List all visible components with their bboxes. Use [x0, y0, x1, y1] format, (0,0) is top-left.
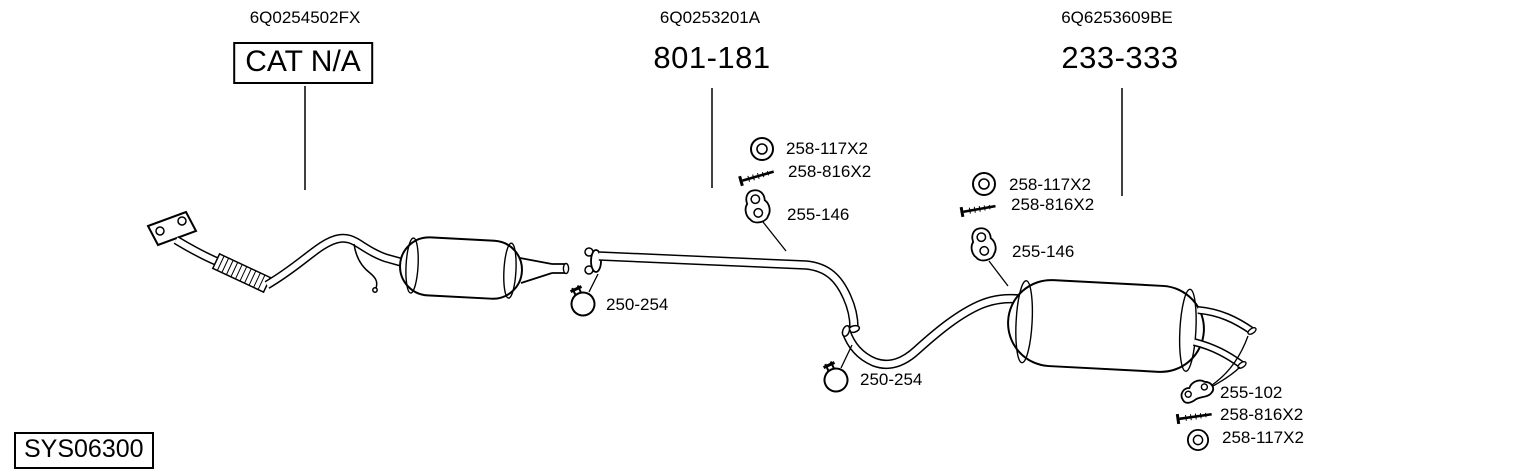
catalyst-outlet-pipe — [519, 257, 570, 284]
cat-label: CAT N/A — [233, 42, 373, 84]
clamp-icon — [816, 356, 853, 397]
callout-part-number: 258-117X2 — [1222, 428, 1304, 447]
callout-part-number: 250-254 — [606, 295, 669, 314]
callout-part-number: 250-254 — [860, 370, 923, 389]
rear-pipe — [841, 293, 1021, 370]
callout-part-number: 255-102 — [1220, 383, 1283, 402]
oxygen-sensor-wire — [353, 243, 378, 293]
center-pipe-joint — [584, 247, 602, 275]
callout-part-number: 258-816X2 — [1011, 195, 1095, 214]
center-part-number: 801-181 — [653, 40, 771, 75]
front-flange — [146, 210, 198, 247]
bolt-icon — [959, 199, 998, 219]
gasket-ring-icon — [972, 172, 996, 196]
part-code-rear: 6Q6253609BE — [1061, 8, 1173, 27]
callout-part-number: 255-146 — [787, 205, 850, 224]
clamp-icon — [563, 280, 600, 321]
gasket-ring-icon — [1186, 428, 1210, 452]
callout-part-number: 258-117X2 — [786, 139, 868, 158]
rubber-hanger-icon — [966, 224, 999, 264]
hanger-bracket-icon — [1178, 377, 1216, 405]
catalytic-converter — [399, 236, 523, 300]
bolt-icon — [1175, 407, 1214, 426]
rubber-hanger-icon — [740, 186, 773, 226]
center-pipe — [598, 251, 861, 334]
tailpipes — [1192, 306, 1257, 369]
callout-leader-lines — [588, 221, 1249, 387]
rear-part-number: 233-333 — [1061, 40, 1179, 75]
rear-muffler — [1007, 279, 1205, 373]
intermediate-front-pipe — [264, 233, 406, 289]
group-leader-lines — [304, 86, 1123, 196]
callout-part-number: 258-816X2 — [788, 162, 872, 181]
part-code-front: 6Q0254502FX — [249, 8, 361, 27]
system-code: SYS06300 — [14, 432, 154, 469]
callout-part-number: 258-816X2 — [1220, 405, 1304, 424]
callout-part-number: 255-146 — [1012, 242, 1075, 261]
front-pipe — [173, 236, 220, 267]
flex-pipe-section — [211, 252, 272, 294]
bolt-icon — [738, 165, 777, 188]
part-code-center: 6Q0253201A — [659, 8, 761, 27]
callout-part-number: 258-117X2 — [1009, 175, 1091, 194]
gasket-ring-icon — [750, 137, 774, 161]
